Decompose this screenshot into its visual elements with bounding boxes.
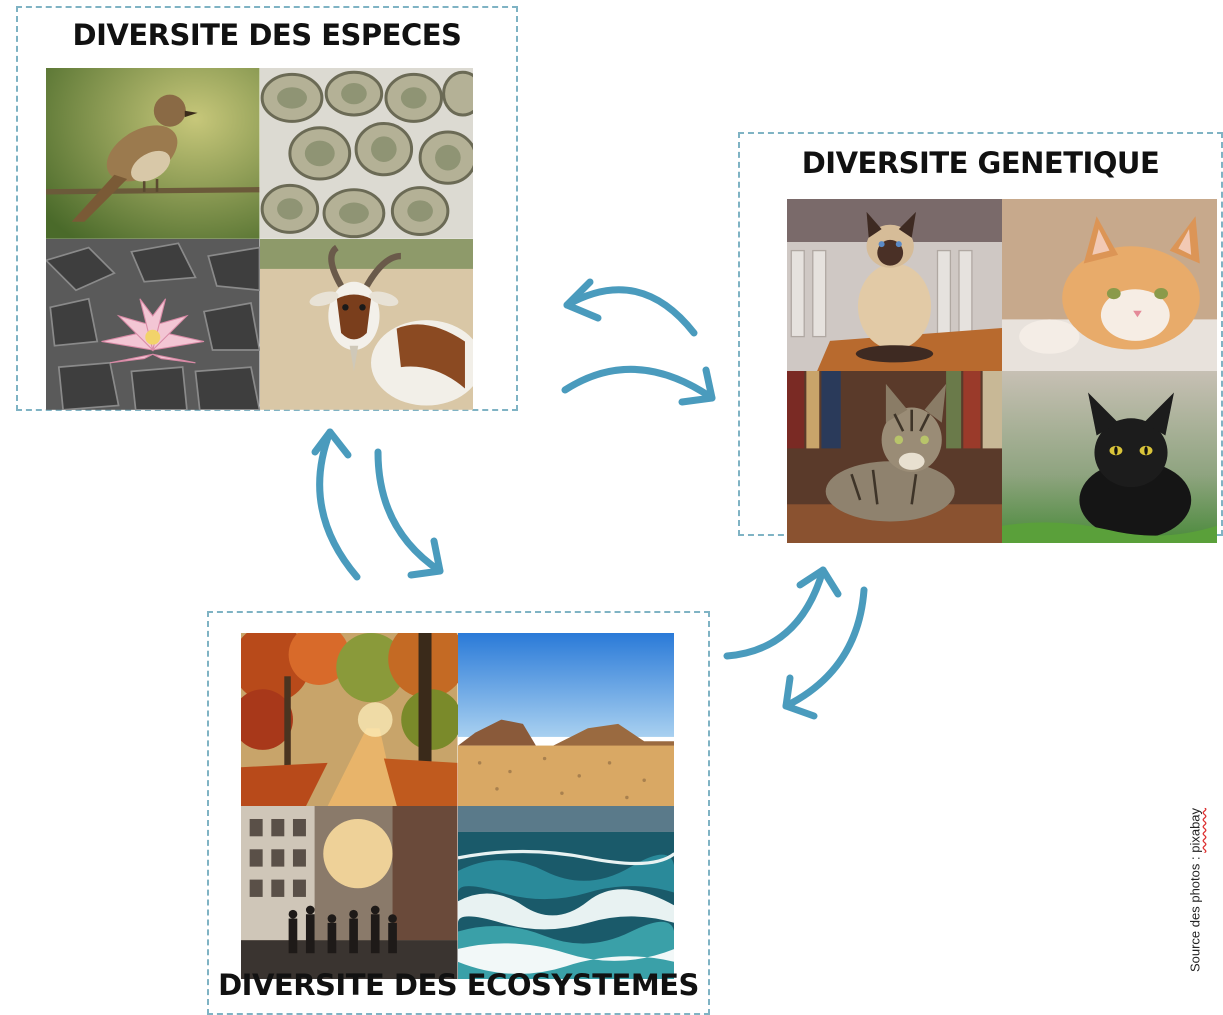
tabby-cat-photo [787,371,1002,543]
ginger-cat-photo [1002,199,1217,371]
species-photo-grid [46,68,473,410]
arrow-species-to-genetic [561,365,716,402]
arrow-ecosystems-to-genetic [723,566,827,660]
photo-source-prefix: Source des photos : [1187,852,1203,973]
genetic-diversity-panel: DIVERSITE GENETIQUE [738,132,1223,543]
autumn-forest-photo [241,633,458,807]
photo-source-site: pixabay [1187,807,1203,853]
arrowhead-species-to-ecosystems [407,537,444,579]
sparrow-photo [46,68,260,239]
species-diversity-panel: DIVERSITE DES ESPECES [16,6,518,411]
ecosystem-diversity-panel: DIVERSITE DES ECOSYSTEMES [207,611,710,1015]
arrow-genetic-to-species [563,286,698,337]
genetic-photo-grid [787,199,1217,543]
species-diversity-title: DIVERSITE DES ESPECES [72,18,462,52]
ecosystem-diversity-title: DIVERSITE DES ECOSYSTEMES [218,968,699,1002]
siamese-cat-photo [787,199,1002,371]
arrowhead-genetic-to-ecosystems [782,674,818,720]
ocean-waves-photo [457,806,674,980]
goat-photo [259,238,473,410]
desert-photo [457,633,674,807]
water-lily-photo [46,238,260,410]
arrowhead-genetic-to-species [563,278,602,322]
city-street-photo [241,806,458,980]
arrowhead-ecosystems-to-species [311,428,352,459]
black-cat-photo [1002,371,1217,543]
arrow-ecosystems-to-species [316,428,361,581]
oysters-photo [259,68,473,239]
genetic-diversity-title: DIVERSITE GENETIQUE [801,146,1160,180]
arrowhead-species-to-genetic [678,366,716,406]
arrow-genetic-to-ecosystems [782,586,868,710]
photo-source-credit: Source des photos : pixabay [1188,808,1203,972]
arrow-species-to-ecosystems [374,448,444,575]
ecosystem-photo-grid [241,633,674,980]
arrowhead-ecosystems-to-genetic [796,566,842,598]
